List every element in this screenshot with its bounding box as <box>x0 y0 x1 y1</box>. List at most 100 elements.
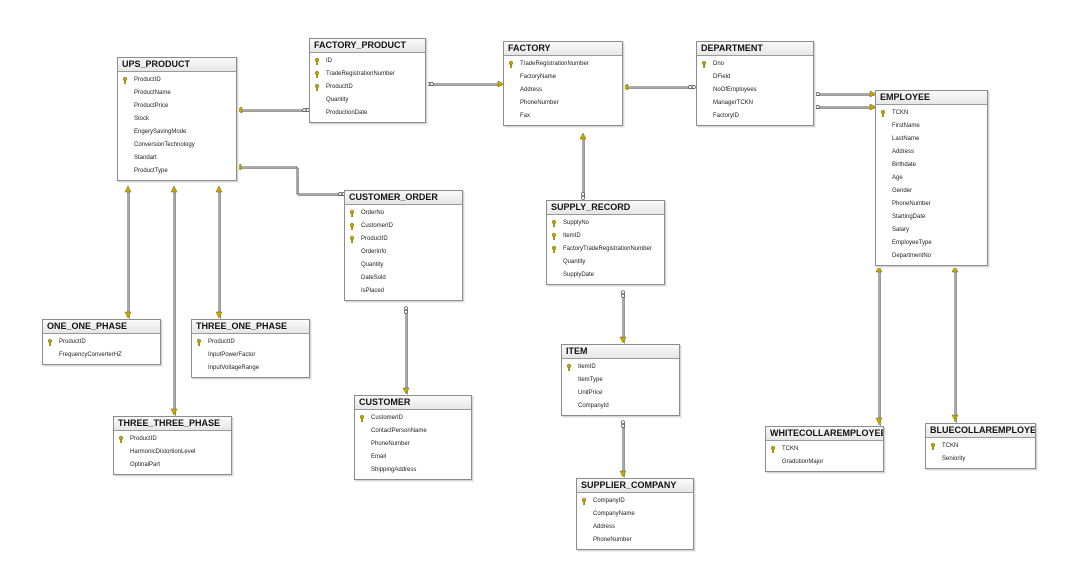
column-row[interactable]: SupplyNo <box>547 217 664 230</box>
column-row[interactable]: Dno <box>697 58 813 71</box>
column-row[interactable]: ProductType <box>118 165 236 178</box>
column-row[interactable]: ManagerTCKN <box>697 97 813 110</box>
table-title[interactable]: ONE_ONE_PHASE <box>43 320 160 334</box>
column-row[interactable]: InputVoltageRange <box>192 362 309 375</box>
column-row[interactable]: ItemID <box>562 361 679 374</box>
column-row[interactable]: PhoneNumber <box>577 534 693 547</box>
table-title[interactable]: ITEM <box>562 345 679 359</box>
column-row[interactable]: GradutionMajor <box>766 456 883 469</box>
column-row[interactable]: CompanyID <box>577 495 693 508</box>
column-row[interactable]: TCKN <box>876 107 987 120</box>
column-row[interactable]: Gender <box>876 185 987 198</box>
column-row[interactable]: ItemID <box>547 230 664 243</box>
column-row[interactable]: OrderNo <box>345 207 462 220</box>
table-title[interactable]: WHITECOLLAREMPLOYEE <box>766 427 883 441</box>
column-row[interactable]: FactoryTradeRegistrationNumber <box>547 243 664 256</box>
column-row[interactable]: TCKN <box>926 440 1035 453</box>
column-row[interactable]: Email <box>355 451 471 464</box>
column-row[interactable]: ContactPersonName <box>355 425 471 438</box>
table-title[interactable]: THREE_ONE_PHASE <box>192 320 309 334</box>
column-row[interactable]: ProductID <box>114 433 231 446</box>
column-row[interactable]: FirstName <box>876 120 987 133</box>
table-title[interactable]: DEPARTMENT <box>697 42 813 56</box>
table-title[interactable]: SUPPLY_RECORD <box>547 201 664 215</box>
column-row[interactable]: ShippingAddress <box>355 464 471 477</box>
column-row[interactable]: FactoryID <box>697 110 813 123</box>
column-row[interactable]: ProductPrice <box>118 100 236 113</box>
column-row[interactable]: FrequencyConverterHZ <box>43 349 160 362</box>
column-row[interactable]: TradeRegistrationNumber <box>310 68 425 81</box>
column-row[interactable]: Salary <box>876 224 987 237</box>
column-row[interactable]: Quantity <box>310 94 425 107</box>
column-row[interactable]: ConversionTechnology <box>118 139 236 152</box>
column-row[interactable]: Standart <box>118 152 236 165</box>
column-row[interactable]: ID <box>310 55 425 68</box>
column-row[interactable]: TCKN <box>766 443 883 456</box>
column-row[interactable]: OptinalPart <box>114 459 231 472</box>
column-row[interactable]: ProductID <box>345 233 462 246</box>
column-row[interactable]: EngerySavingMode <box>118 126 236 139</box>
column-row[interactable]: Age <box>876 172 987 185</box>
table-title[interactable]: CUSTOMER <box>355 396 471 410</box>
column-row[interactable]: ProductID <box>192 336 309 349</box>
column-row[interactable]: NoOfEmployees <box>697 84 813 97</box>
column-row[interactable]: SupplyDate <box>547 269 664 282</box>
column-row[interactable]: Stock <box>118 113 236 126</box>
column-row[interactable]: CompanyId <box>562 400 679 413</box>
column-row[interactable]: EmployeeType <box>876 237 987 250</box>
column-row[interactable]: Quantity <box>547 256 664 269</box>
column-row[interactable]: FactoryName <box>504 71 622 84</box>
column-row[interactable]: HarmonicDistortionLevel <box>114 446 231 459</box>
column-row[interactable]: Address <box>504 84 622 97</box>
column-row[interactable]: UnitPrice <box>562 387 679 400</box>
column-row[interactable]: CustomerID <box>345 220 462 233</box>
table-title[interactable]: FACTORY <box>504 42 622 56</box>
table-title[interactable]: EMPLOYEE <box>876 91 987 105</box>
column-row[interactable]: ItemType <box>562 374 679 387</box>
column-row[interactable]: Quantity <box>345 259 462 272</box>
column-row[interactable]: DField <box>697 71 813 84</box>
column-row[interactable]: TradeRegistrationNumber <box>504 58 622 71</box>
column-row[interactable]: PhoneNumber <box>355 438 471 451</box>
column-row[interactable]: InputPowerFactor <box>192 349 309 362</box>
column-row[interactable]: ProductName <box>118 87 236 100</box>
column-row[interactable]: Seniority <box>926 453 1035 466</box>
column-row[interactable]: CustomerID <box>355 412 471 425</box>
column-row[interactable]: DepartmentNo <box>876 250 987 263</box>
column-row[interactable]: ProductID <box>118 74 236 87</box>
column-row[interactable]: Birthdate <box>876 159 987 172</box>
column-row[interactable]: DateSold <box>345 272 462 285</box>
column-row[interactable]: Address <box>577 521 693 534</box>
column-row[interactable]: PhoneNumber <box>504 97 622 110</box>
table-title[interactable]: BLUECOLLAREMPLOYEE <box>926 424 1035 438</box>
column-row[interactable]: Address <box>876 146 987 159</box>
table-title[interactable]: FACTORY_PRODUCT <box>310 39 425 53</box>
column-row[interactable]: ProductID <box>310 81 425 94</box>
column-row[interactable]: StartingDate <box>876 211 987 224</box>
column-row[interactable]: LastName <box>876 133 987 146</box>
column-row[interactable]: ProductionDate <box>310 107 425 120</box>
column-row[interactable]: ProductID <box>43 336 160 349</box>
table-title[interactable]: SUPPLIER_COMPANY <box>577 479 693 493</box>
column-row[interactable]: PhoneNumber <box>876 198 987 211</box>
table-title[interactable]: CUSTOMER_ORDER <box>345 191 462 205</box>
column-row[interactable]: Fax <box>504 110 622 123</box>
column-row[interactable]: CompanyName <box>577 508 693 521</box>
table-title[interactable]: UPS_PRODUCT <box>118 58 236 72</box>
column-row[interactable]: OrderInfo <box>345 246 462 259</box>
